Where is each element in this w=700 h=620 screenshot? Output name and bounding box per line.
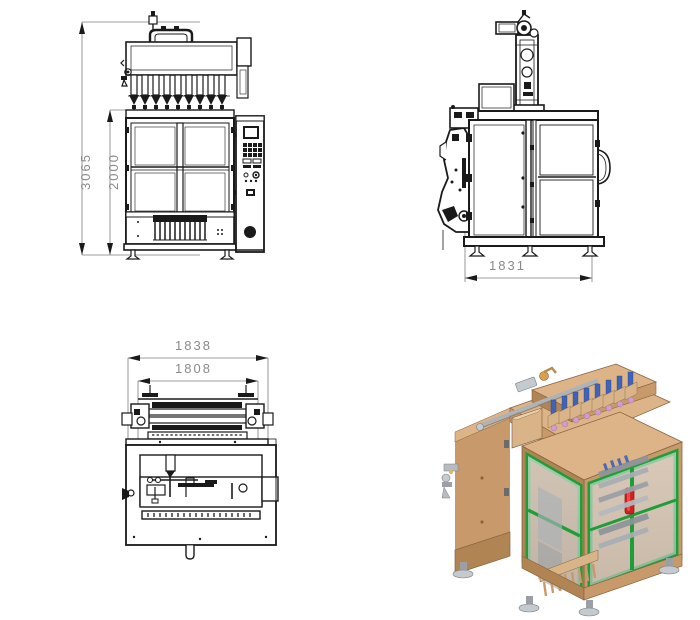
- iso-left-panel: [441, 407, 511, 575]
- dimension-label-1831: 1831: [489, 258, 526, 273]
- plan-body-plate: [122, 444, 279, 560]
- side-elevation-view: 1831: [420, 0, 700, 300]
- iso-leveling-foot: [452, 562, 474, 579]
- plan-envelope: [125, 438, 277, 546]
- dimension-label-1838: 1838: [175, 338, 212, 353]
- dimension-lines-front: [79, 21, 200, 256]
- side-deck-box: [478, 83, 515, 112]
- front-cabinet: [123, 117, 237, 260]
- side-deck: [463, 110, 599, 121]
- front-control-panel: [233, 115, 265, 253]
- dimension-label-1808: 1808: [175, 361, 212, 376]
- iso-nozzle: [591, 383, 605, 416]
- side-base-frame: [463, 236, 605, 257]
- top-plan-geometry: [121, 355, 279, 560]
- front-nozzle-array: [125, 74, 235, 119]
- isometric-render-geometry: [441, 363, 684, 617]
- front-elevation-view: 3065 2000: [0, 0, 300, 300]
- iso-nozzle: [624, 371, 638, 404]
- dimension-label-3065: 3065: [78, 153, 93, 190]
- iso-filling-manifold: [476, 363, 658, 449]
- plan-roller-assembly: [121, 385, 274, 446]
- dimension-label-2000: 2000: [106, 153, 121, 190]
- iso-leveling-foot: [658, 558, 680, 575]
- iso-nozzle: [547, 399, 561, 432]
- iso-leveling-foot: [518, 596, 540, 613]
- iso-base-frame: [452, 553, 683, 617]
- iso-nozzle: [580, 387, 594, 420]
- iso-nozzle: [602, 379, 616, 412]
- front-top-manifold: [120, 11, 252, 99]
- iso-leveling-foot: [578, 600, 600, 617]
- iso-nozzle: [558, 395, 572, 428]
- iso-internals: [538, 455, 650, 592]
- side-elevation-geometry: [437, 10, 611, 282]
- isometric-render-view: [420, 360, 700, 620]
- top-plan-view: 1838 1808: [0, 325, 320, 620]
- iso-side-fittings: [441, 463, 459, 499]
- front-elevation-geometry: [79, 11, 265, 260]
- side-cabinet: [466, 119, 611, 241]
- side-film-tower: [495, 10, 545, 114]
